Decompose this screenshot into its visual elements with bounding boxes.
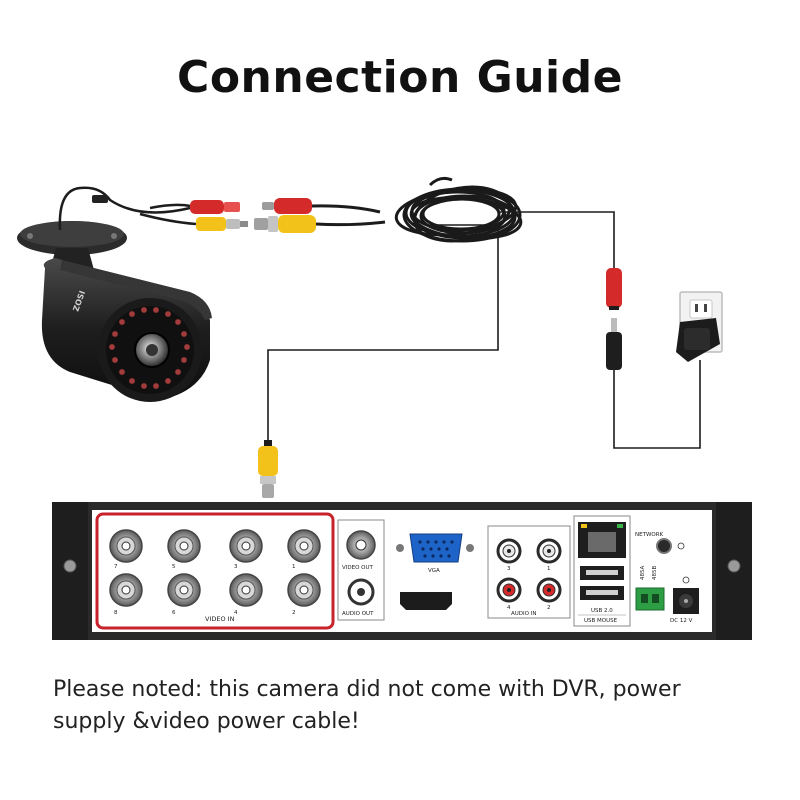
rca-port-3: 3 — [496, 538, 522, 572]
extension-dc-red — [274, 198, 312, 214]
rs485b-label: 485B — [652, 566, 658, 580]
video-cable-line — [267, 224, 499, 440]
extension-connectors — [254, 198, 386, 233]
disclaimer-line-1: Please noted: this camera did not come w… — [53, 677, 681, 702]
bnc-port-8: 8 — [109, 573, 143, 616]
bnc-port-number: 5 — [172, 564, 176, 570]
disclaimer-note: Please noted: this camera did not come w… — [53, 674, 773, 738]
rs485-terminal — [635, 587, 665, 611]
bnc-port-number: 7 — [114, 564, 118, 570]
rca-port-number: 1 — [547, 566, 551, 572]
pigtail-dc-red — [190, 200, 224, 214]
hdmi-port — [400, 592, 452, 610]
vga-label: VGA — [428, 568, 440, 574]
extension-bnc-yellow — [278, 215, 316, 233]
video-in-highlight — [95, 512, 335, 630]
video-in-label: VIDEO IN — [205, 615, 235, 623]
ir-led-ring — [108, 306, 191, 390]
cable-coil — [394, 176, 523, 243]
dvr-recorder: 7 5 3 1 8 6 4 2 VIDEO IN VIDEO OUT AUDIO OUT VG… — [52, 502, 752, 640]
bnc-port-number: 8 — [114, 610, 118, 616]
bnc-plug-yellow — [258, 446, 278, 476]
rca-port-number: 3 — [507, 566, 511, 572]
dc-female-red — [606, 268, 622, 308]
pigtail-bnc-yellow — [196, 217, 226, 231]
bnc-port-6: 6 — [167, 573, 201, 616]
rs485a-label: 485A — [640, 566, 646, 580]
bnc-port-number: 4 — [234, 610, 238, 616]
video-in-ports: 7 5 3 1 8 6 4 2 — [109, 529, 321, 616]
bnc-port-7: 7 — [109, 529, 143, 570]
camera-sunshade — [60, 260, 212, 320]
camera-pigtail — [58, 186, 191, 231]
bnc-port-number: 3 — [234, 564, 238, 570]
rca-port-4: 4 — [496, 577, 522, 611]
audio-out-label: AUDIO OUT — [342, 611, 374, 617]
disclaimer-line-2: supply &video power cable! — [53, 709, 360, 734]
cable-lines — [267, 211, 701, 449]
usb-label: USB 2.0 — [591, 608, 613, 614]
dc-male-plug — [606, 332, 622, 370]
dvr-screw-right — [727, 559, 741, 573]
adapter-cable-line — [613, 360, 701, 449]
bnc-port-number: 6 — [172, 610, 176, 616]
audio-in-ports: 3 1 4 2 — [496, 538, 562, 611]
bnc-port-number: 2 — [292, 610, 296, 616]
rca-port-number: 2 — [547, 605, 551, 611]
dvr-screw-left — [63, 559, 77, 573]
rca-port-number: 4 — [507, 605, 511, 611]
page-title: Connection Guide — [177, 52, 623, 103]
video-out-label: VIDEO OUT — [342, 565, 374, 571]
audio-in-label: AUDIO IN — [511, 611, 536, 617]
bnc-port-5: 5 — [167, 529, 201, 570]
ground-screw — [656, 538, 672, 554]
usb-mouse-label: USB MOUSE — [584, 618, 618, 624]
bnc-port-2: 2 — [287, 573, 321, 616]
bnc-port-4: 4 — [229, 573, 263, 616]
network-label: NETWORK — [635, 532, 664, 538]
bnc-port-3: 3 — [229, 529, 263, 570]
rca-port-1: 1 — [536, 538, 562, 572]
power-plugs — [606, 268, 622, 370]
bullet-camera: ZOSI — [17, 186, 212, 402]
bnc-port-number: 1 — [292, 564, 296, 570]
bnc-port-1: 1 — [287, 529, 321, 570]
wall-outlet-adapter — [676, 291, 723, 362]
dvr-bnc-plug — [258, 440, 278, 498]
vga-port — [409, 533, 463, 563]
pigtail-connectors — [139, 200, 248, 231]
rca-port-2: 2 — [536, 577, 562, 611]
power-cable-line — [500, 211, 615, 268]
dc-label: DC 12 V — [670, 618, 693, 624]
